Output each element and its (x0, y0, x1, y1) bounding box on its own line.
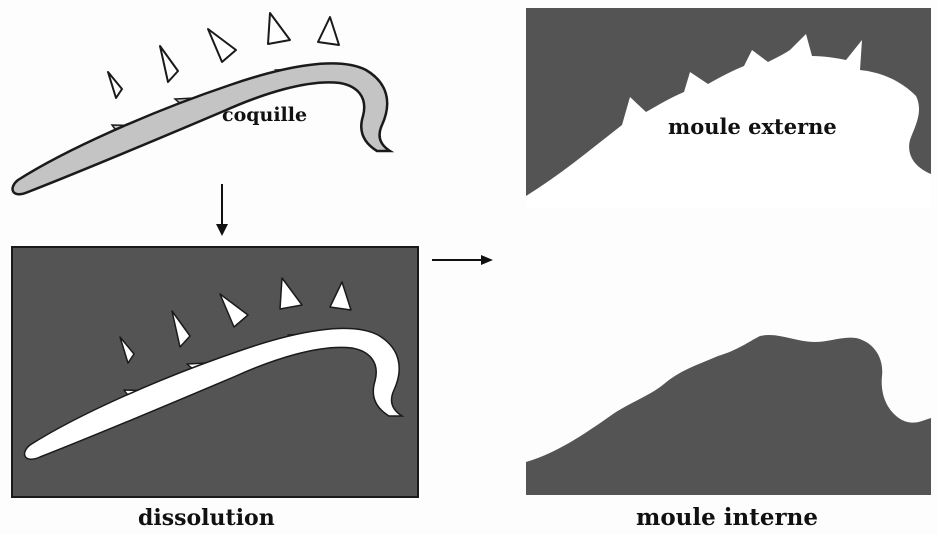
internal-mold-label: moule interne (636, 506, 818, 529)
arrow-right (432, 255, 493, 265)
shell-body (13, 63, 390, 194)
internal-mold-panel (526, 335, 931, 495)
external-mold-label: moule externe (668, 116, 837, 137)
arrow-down (216, 184, 228, 236)
dissolution-panel (12, 247, 418, 497)
shell-label: coquille (222, 106, 307, 125)
internal-mold-rock (526, 335, 931, 495)
dissolution-label: dissolution (138, 507, 275, 529)
external-mold-panel (526, 8, 931, 208)
shell-panel (13, 13, 390, 194)
